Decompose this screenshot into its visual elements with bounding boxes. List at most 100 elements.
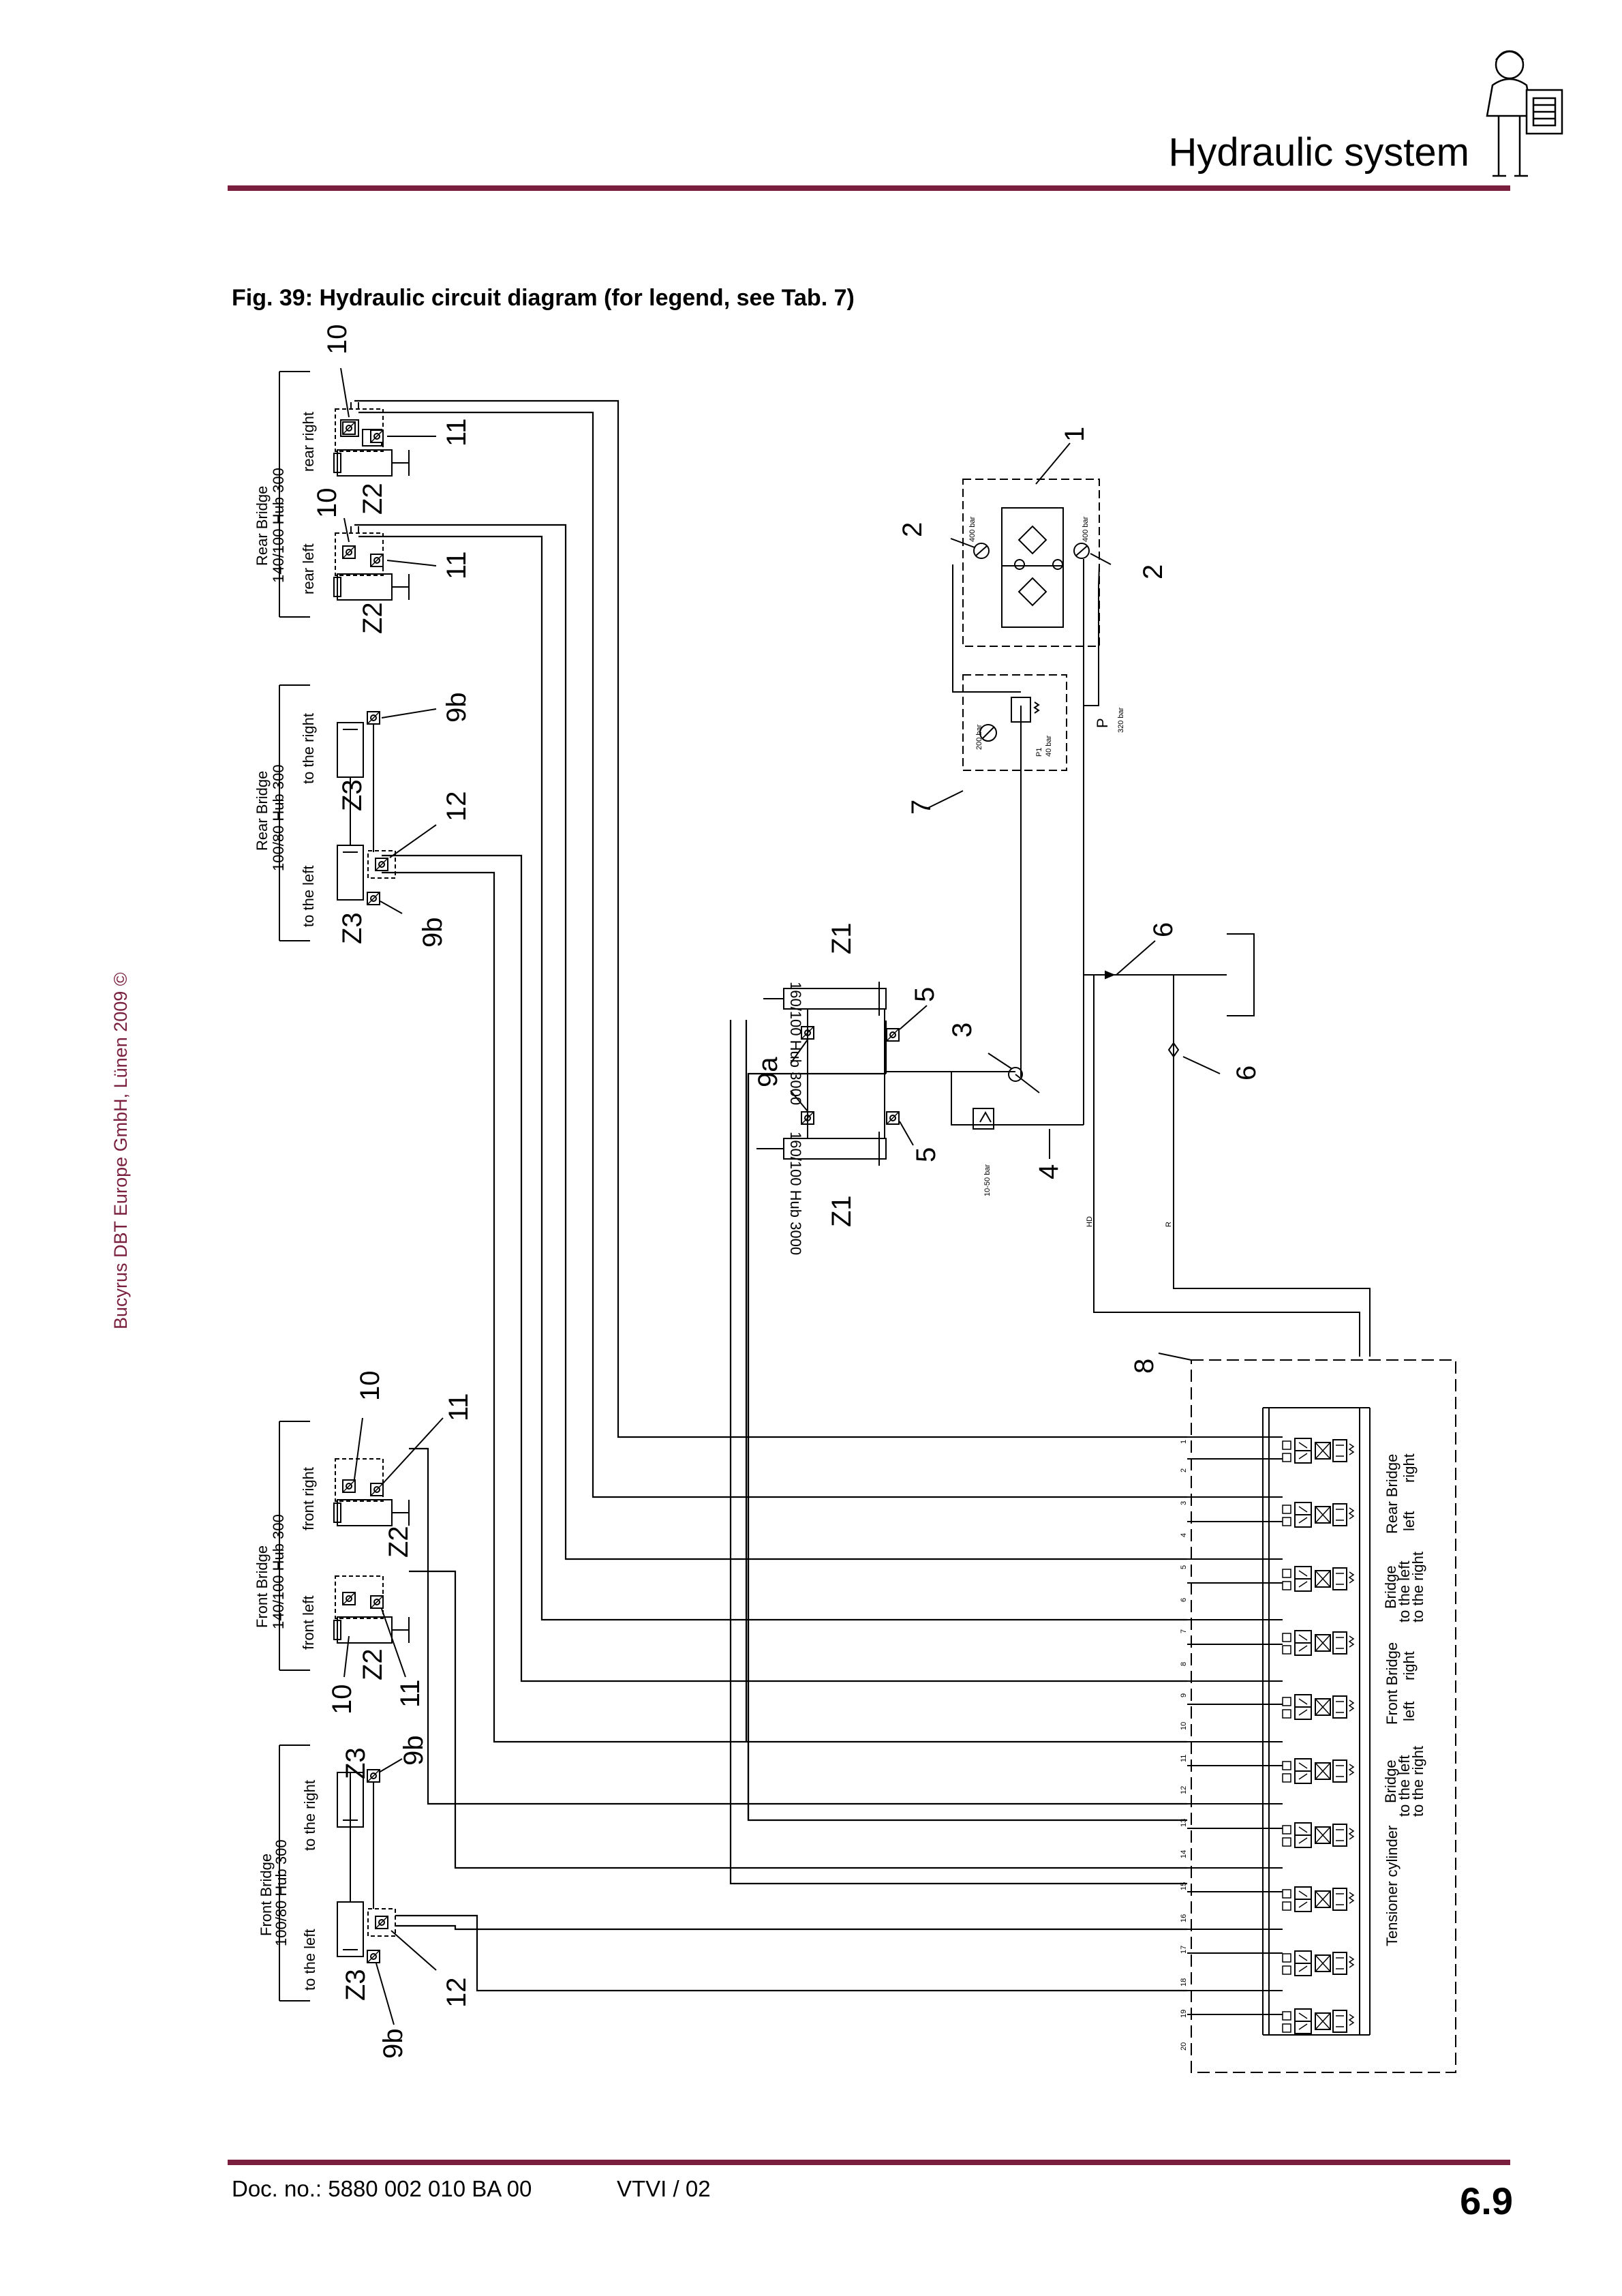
valve-port-number: 18: [1180, 1978, 1188, 1987]
part-9b-label: 9b: [399, 1736, 429, 1766]
valve-group-front-right: right: [1401, 1651, 1418, 1680]
valve-port-number: 16: [1180, 1914, 1188, 1922]
valve-port-number: 13: [1180, 1819, 1188, 1827]
part-9b-label: 9b: [418, 918, 448, 948]
part-9a-label: 9a: [753, 1057, 783, 1087]
valve-port-number: 10: [1180, 1722, 1188, 1730]
part-11-label: 11: [442, 551, 472, 579]
rear-bridge-140-unit: [279, 367, 437, 618]
figure-caption: Fig. 39: Hydraulic circuit diagram (for …: [232, 285, 855, 311]
hose-lines: [354, 399, 1187, 1992]
valve-port-number: 20: [1180, 2042, 1188, 2051]
pressure-320-label: 320 bar: [1117, 707, 1125, 733]
page-number: 6.9: [1460, 2179, 1513, 2222]
valve-group-rear-left: left: [1401, 1511, 1418, 1531]
valve-port-number: 3: [1180, 1501, 1188, 1505]
rear-right-label: rear right: [300, 412, 317, 472]
part-z2-label: Z2: [358, 602, 388, 634]
part-z3-label: Z3: [341, 1969, 371, 2001]
pressure-p-label: P: [1094, 718, 1111, 728]
valve-port-number: 12: [1180, 1786, 1188, 1794]
valve-port-number: 4: [1180, 1533, 1188, 1537]
valve-group-rear-right: right: [1401, 1453, 1418, 1483]
part-8-label: 8: [1129, 1359, 1159, 1374]
valve-port-number: 15: [1180, 1882, 1188, 1890]
front-to-left-label: to the left: [301, 1929, 318, 1991]
front-bridge-140-title: Front Bridge: [254, 1545, 271, 1628]
valve-port-number: 17: [1180, 1946, 1188, 1954]
part-10-label: 10: [312, 488, 342, 519]
valve-port-number: 14: [1180, 1850, 1188, 1858]
part-9b-label: 9b: [442, 693, 472, 723]
valve-group-bridge-rear-title: Bridge: [1382, 1565, 1399, 1609]
part-z3-label: Z3: [337, 912, 367, 944]
front-right-label: front right: [300, 1467, 317, 1530]
rear-bridge-140-title: Rear Bridge: [254, 486, 271, 566]
part-4-label: 4: [1034, 1164, 1064, 1179]
front-bridge-140-unit: [279, 1417, 444, 1678]
part-5-label: 5: [911, 1147, 941, 1162]
front-bridge-100-title: Front Bridge: [258, 1854, 275, 1936]
pressure-40-label: 40 bar: [1045, 735, 1053, 757]
pump-power-unit: [928, 442, 1112, 809]
cylinder-spec-label: 160/100 Hub 3000: [787, 1132, 804, 1255]
page-header-title: Hydraulic system: [1168, 130, 1469, 175]
valve-port-number: 5: [1180, 1565, 1188, 1569]
part-12-label: 12: [442, 1978, 472, 2008]
part-z2-label: Z2: [358, 483, 388, 515]
pressure-200-label: 200 bar: [975, 724, 983, 750]
rear-bridge-100-unit: [279, 684, 437, 941]
part-10-label: 10: [322, 324, 352, 355]
part-11-label: 11: [395, 1679, 425, 1708]
valve-group-front-left: left: [1401, 1702, 1418, 1721]
diagram-labels: Rear Bridge 140/100 Hub 300 rear right r…: [254, 324, 1426, 2059]
front-to-right-label: to the right: [301, 1780, 318, 1851]
part-3-label: 3: [947, 1023, 977, 1038]
valve-group-bridge-front-right: to the right: [1409, 1746, 1426, 1817]
part-7-label: 7: [906, 800, 936, 815]
rear-bridge-100-title: Rear Bridge: [254, 771, 271, 851]
part-2-label: 2: [898, 522, 928, 537]
valve-group-bridge-rear-right: to the right: [1409, 1552, 1426, 1622]
pressure-400-label: 400 bar: [968, 516, 977, 542]
doc-number: Doc. no.: 5880 002 010 BA 00: [232, 2176, 532, 2201]
pressure-p1-label: P1: [1035, 748, 1043, 757]
rear-to-right-label: to the right: [300, 713, 317, 784]
valve-port-number: 8: [1180, 1662, 1188, 1666]
rear-bridge-140-spec: 140/100 Hub 300: [270, 468, 287, 583]
rear-to-left-label: to the left: [300, 865, 317, 927]
footer-rule: [228, 2160, 1510, 2165]
part-2-label: 2: [1138, 564, 1168, 579]
cylinder-spec-label: 160/100 Hub 3000: [787, 982, 804, 1105]
z1-cylinder-group: [756, 559, 1371, 1357]
part-11-label: 11: [444, 1393, 474, 1421]
header-rule: [228, 185, 1510, 191]
rear-left-label: rear left: [300, 543, 317, 594]
front-bridge-100-spec: 100/80 Hub 300: [273, 1839, 290, 1946]
valve-port-number: 11: [1180, 1755, 1188, 1762]
part-10-label: 10: [327, 1685, 357, 1715]
valve-port-number: 9: [1180, 1693, 1188, 1697]
front-left-label: front left: [300, 1596, 317, 1650]
line-tag-hd: HD: [1086, 1216, 1094, 1227]
part-11-label: 11: [442, 418, 472, 447]
valve-port-number: 1: [1180, 1440, 1188, 1444]
part-z2-label: Z2: [384, 1526, 414, 1558]
doc-version: VTVI / 02: [617, 2176, 711, 2201]
line-tag-r: R: [1165, 1222, 1173, 1227]
part-10-label: 10: [355, 1371, 385, 1402]
valve-group-bridge-front-title: Bridge: [1382, 1759, 1399, 1803]
pressure-400-label: 400 bar: [1082, 516, 1090, 542]
part-6-label: 6: [1148, 922, 1178, 937]
part-z3-label: Z3: [341, 1747, 371, 1779]
valve-group-bridge-front-left: to the left: [1396, 1755, 1413, 1817]
valve-group-tensioner: Tensioner cylinder: [1383, 1826, 1401, 1946]
part-1-label: 1: [1060, 427, 1090, 442]
worker-with-clipboard-icon: [1486, 50, 1563, 177]
pressure-min-label: 10-50 bar: [983, 1164, 992, 1196]
front-bridge-100-unit: [279, 1744, 437, 2025]
part-5-label: 5: [910, 987, 940, 1002]
part-z2-label: Z2: [358, 1648, 388, 1680]
part-z1-label: Z1: [827, 922, 857, 954]
